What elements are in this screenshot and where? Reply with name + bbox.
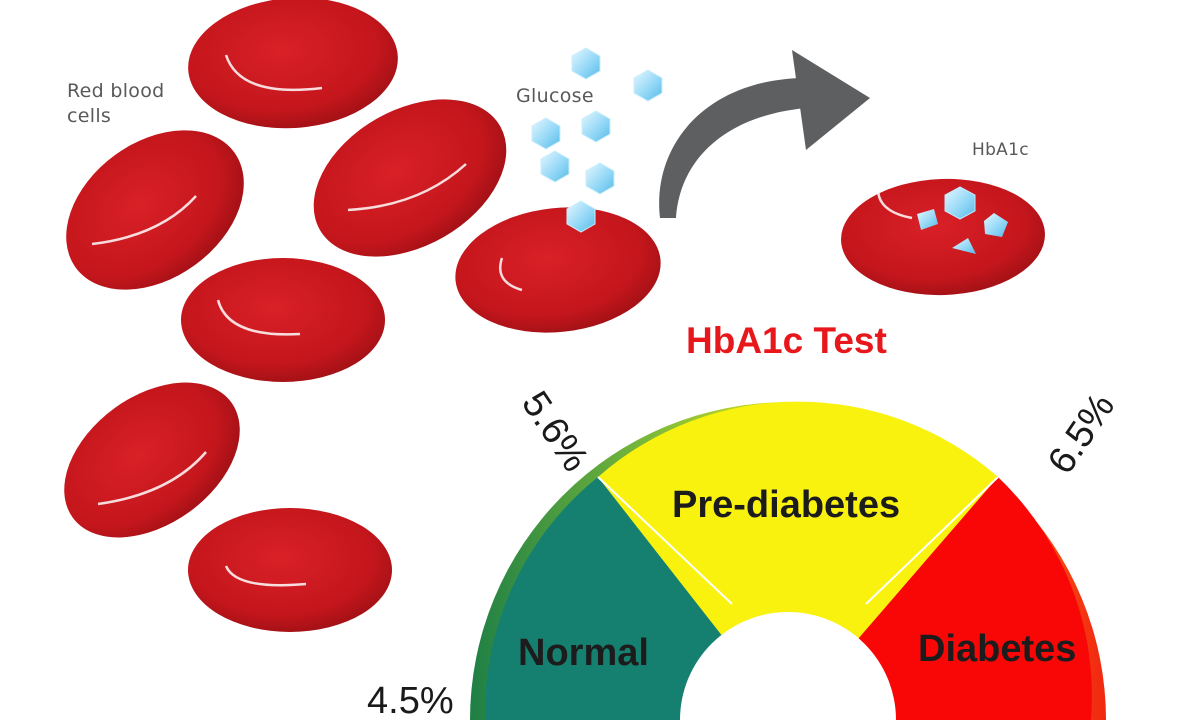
red-blood-cell-5 bbox=[455, 207, 661, 333]
zone-prediabetes-label: Pre-diabetes bbox=[672, 484, 901, 526]
red-blood-cell-6 bbox=[64, 382, 240, 538]
bound-glucose-3 bbox=[984, 213, 1008, 237]
red-blood-cell-7 bbox=[188, 508, 392, 632]
zone-normal-label: Normal bbox=[518, 632, 649, 674]
glucose-hex-4 bbox=[531, 117, 561, 150]
red-blood-cell-3 bbox=[313, 99, 507, 257]
glucose-hex-7 bbox=[566, 200, 596, 233]
gauge-zone-divider-left bbox=[597, 476, 733, 605]
glucose-hex-6 bbox=[585, 162, 615, 195]
hba1c-gauge bbox=[470, 401, 1106, 720]
gauge-zone-divider-right bbox=[865, 476, 999, 605]
zone-diabetes-label: Diabetes bbox=[918, 628, 1077, 670]
red-blood-cells-label: Red blood cells bbox=[67, 80, 165, 127]
glucose-hex-2 bbox=[633, 69, 663, 102]
curved-arrow-icon bbox=[659, 50, 870, 218]
bound-glucose-4 bbox=[952, 238, 976, 254]
bound-glucose-2 bbox=[917, 209, 938, 230]
red-blood-cell-2 bbox=[66, 130, 244, 290]
glucose-hex-3 bbox=[581, 110, 611, 143]
gauge-hub bbox=[680, 612, 896, 720]
hba1c-label: HbA1c bbox=[972, 140, 1029, 160]
gauge-title: HbA1c Test bbox=[686, 320, 887, 361]
glucose-hex-1 bbox=[571, 47, 601, 80]
red-blood-cell-1 bbox=[188, 0, 398, 129]
gauge-zone-prediabetes bbox=[598, 401, 998, 720]
glucose-hex-5 bbox=[540, 150, 570, 183]
threshold-low-label: 4.5% bbox=[367, 680, 454, 722]
bound-glucose-1 bbox=[944, 186, 976, 220]
red-blood-cell-4 bbox=[181, 258, 385, 382]
glucose-label: Glucose bbox=[516, 85, 594, 107]
hba1c-cell bbox=[841, 177, 1045, 296]
glucose-molecules bbox=[531, 47, 663, 233]
